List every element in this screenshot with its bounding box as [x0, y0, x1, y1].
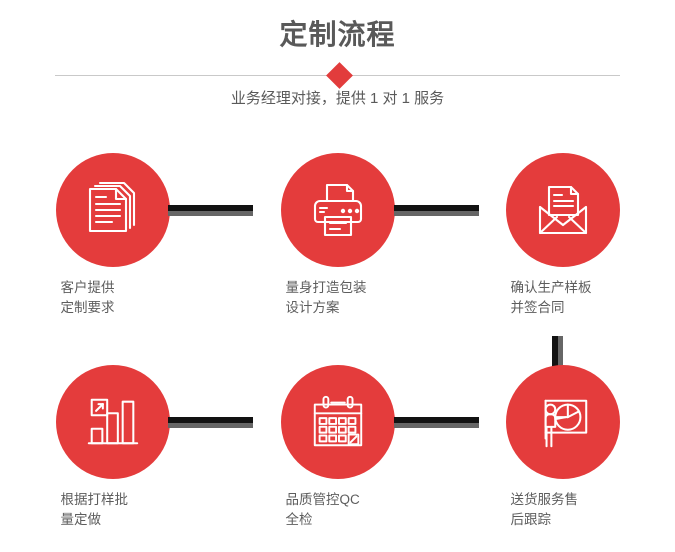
- printer-icon: [307, 179, 369, 241]
- calendar-check-icon: [308, 392, 368, 452]
- connector-bar-dark: [394, 417, 479, 423]
- connector-horizontal-1: [168, 205, 253, 216]
- step-label-line1: 客户提供: [60, 280, 115, 295]
- connector-horizontal-3: [168, 417, 253, 428]
- connector-horizontal-2: [394, 205, 479, 216]
- page-subtitle: 业务经理对接，提供 1 对 1 服务: [230, 90, 445, 107]
- flow-step-batch-production[interactable]: 根据打样批 量定做: [0, 362, 225, 552]
- connector-horizontal-4: [394, 417, 479, 428]
- step-icon-circle: [280, 365, 395, 479]
- step-label-line2: 设计方案: [285, 300, 340, 315]
- step-label-line2: 后跟踪: [510, 512, 552, 527]
- title-divider: [0, 62, 675, 90]
- connector-bar-dark: [552, 336, 558, 372]
- connector-bar-dark: [168, 205, 253, 211]
- envelope-document-icon: [532, 179, 594, 241]
- step-label-line1: 送货服务售: [510, 492, 579, 507]
- flow-step-confirm-sample-contract[interactable]: 确认生产样板 并签合同: [450, 150, 675, 340]
- page-header: 定制流程 业务经理对接，提供 1 对 1 服务: [0, 0, 675, 130]
- step-label-line1: 根据打样批: [60, 492, 129, 507]
- page-title: 定制流程: [279, 19, 396, 50]
- connector-bar-gray: [394, 211, 479, 216]
- connector-vertical: [552, 336, 563, 372]
- step-label: 送货服务售 后跟踪: [511, 490, 651, 530]
- connector-bar-gray: [168, 423, 253, 428]
- step-label-line2: 全检: [285, 512, 313, 527]
- step-label-line2: 并签合同: [510, 300, 565, 315]
- step-icon-circle: [505, 365, 620, 479]
- step-label: 确认生产样板 并签合同: [511, 278, 651, 318]
- step-icon-circle: [280, 153, 395, 267]
- step-icon-circle: [55, 365, 170, 479]
- flow-step-delivery-aftersales[interactable]: 送货服务售 后跟踪: [450, 362, 675, 552]
- step-label-line1: 量身打造包装: [285, 280, 367, 295]
- step-label: 客户提供 定制要求: [61, 278, 201, 318]
- step-label-line2: 量定做: [60, 512, 102, 527]
- step-label: 根据打样批 量定做: [61, 490, 201, 530]
- connector-bar-gray: [168, 211, 253, 216]
- step-label: 品质管控QC 全检: [286, 490, 426, 530]
- flow-step-customer-requirement[interactable]: 客户提供 定制要求: [0, 150, 225, 340]
- connector-bar-dark: [168, 417, 253, 423]
- step-label-line2: 定制要求: [60, 300, 115, 315]
- step-label: 量身打造包装 设计方案: [286, 278, 426, 318]
- step-icon-circle: [505, 153, 620, 267]
- connector-bar-gray: [558, 336, 563, 372]
- flow-row-1: 客户提供 定制要求: [0, 150, 675, 340]
- flow-step-quality-control[interactable]: 品质管控QC 全检: [225, 362, 450, 552]
- connector-bar-dark: [394, 205, 479, 211]
- documents-stack-icon: [82, 179, 144, 241]
- step-label-line1: 确认生产样板: [510, 280, 592, 295]
- step-icon-circle: [55, 153, 170, 267]
- flow-step-packaging-design[interactable]: 量身打造包装 设计方案: [225, 150, 450, 340]
- step-label-line1: 品质管控QC: [285, 492, 360, 507]
- bar-chart-growth-icon: [83, 392, 143, 452]
- connector-bar-gray: [394, 423, 479, 428]
- presenter-piechart-icon: [533, 392, 593, 452]
- flow-row-2: 根据打样批 量定做: [0, 362, 675, 552]
- process-flow: 客户提供 定制要求: [0, 150, 675, 550]
- diamond-marker-icon: [326, 62, 353, 89]
